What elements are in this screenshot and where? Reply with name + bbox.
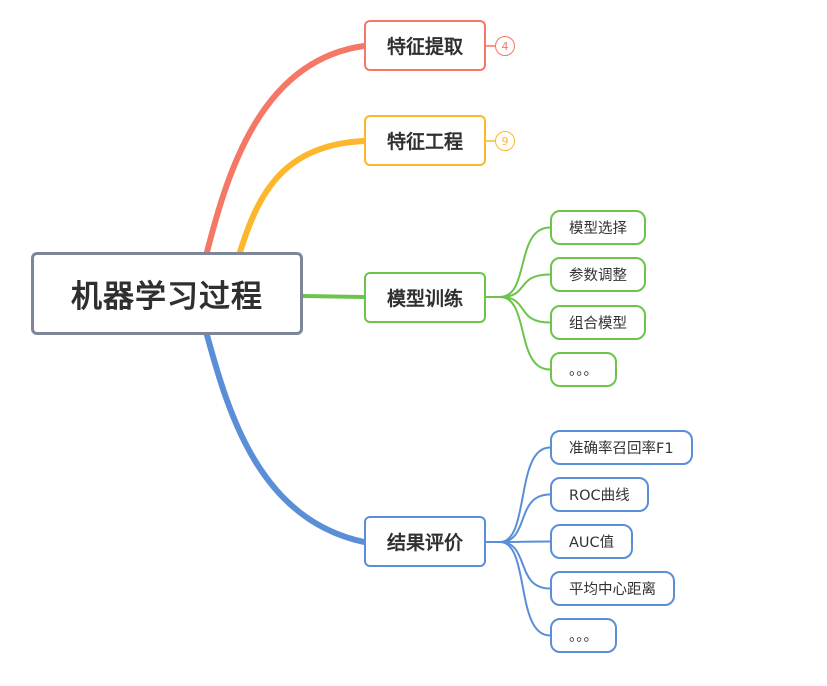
branch-feature-engineering[interactable]: 特征工程: [364, 115, 486, 166]
leaf-parameter-tuning[interactable]: 参数调整: [550, 257, 646, 292]
branch-feature-extraction[interactable]: 特征提取: [364, 20, 486, 71]
leaf-ellipsis[interactable]: 。。。: [550, 618, 617, 653]
leaf-connector: [499, 541, 551, 590]
leaf-connector: [499, 273, 551, 298]
root-connector: [204, 43, 367, 255]
leaf-model-selection[interactable]: 模型选择: [550, 210, 646, 245]
branch-result-evaluation[interactable]: 结果评价: [364, 516, 486, 567]
leaf-precision-recall-f1[interactable]: 准确率召回率F1: [550, 430, 693, 465]
root-connector: [204, 332, 367, 545]
branch-model-training[interactable]: 模型训练: [364, 272, 486, 323]
leaf-connector: [499, 541, 551, 637]
leaf-connector: [499, 446, 551, 543]
root-connector: [301, 294, 366, 299]
leaf-roc-curve[interactable]: ROC曲线: [550, 477, 649, 512]
leaf-ensemble-model[interactable]: 组合模型: [550, 305, 646, 340]
leaf-connector: [499, 296, 551, 371]
leaf-connector: [499, 226, 551, 298]
root-connector: [237, 138, 367, 255]
leaf-connector: [499, 493, 551, 543]
leaf-connector: [499, 540, 551, 543]
leaf-auc-value[interactable]: AUC值: [550, 524, 634, 559]
leaf-mean-center-distance[interactable]: 平均中心距离: [550, 571, 675, 606]
leaf-connector: [499, 296, 551, 324]
leaf-ellipsis[interactable]: 。。。: [550, 352, 617, 387]
root-topic[interactable]: 机器学习过程: [31, 252, 303, 335]
collapsed-count-badge-feature-extraction[interactable]: 4: [495, 36, 515, 56]
collapsed-count-badge-feature-engineering[interactable]: 9: [495, 131, 515, 151]
